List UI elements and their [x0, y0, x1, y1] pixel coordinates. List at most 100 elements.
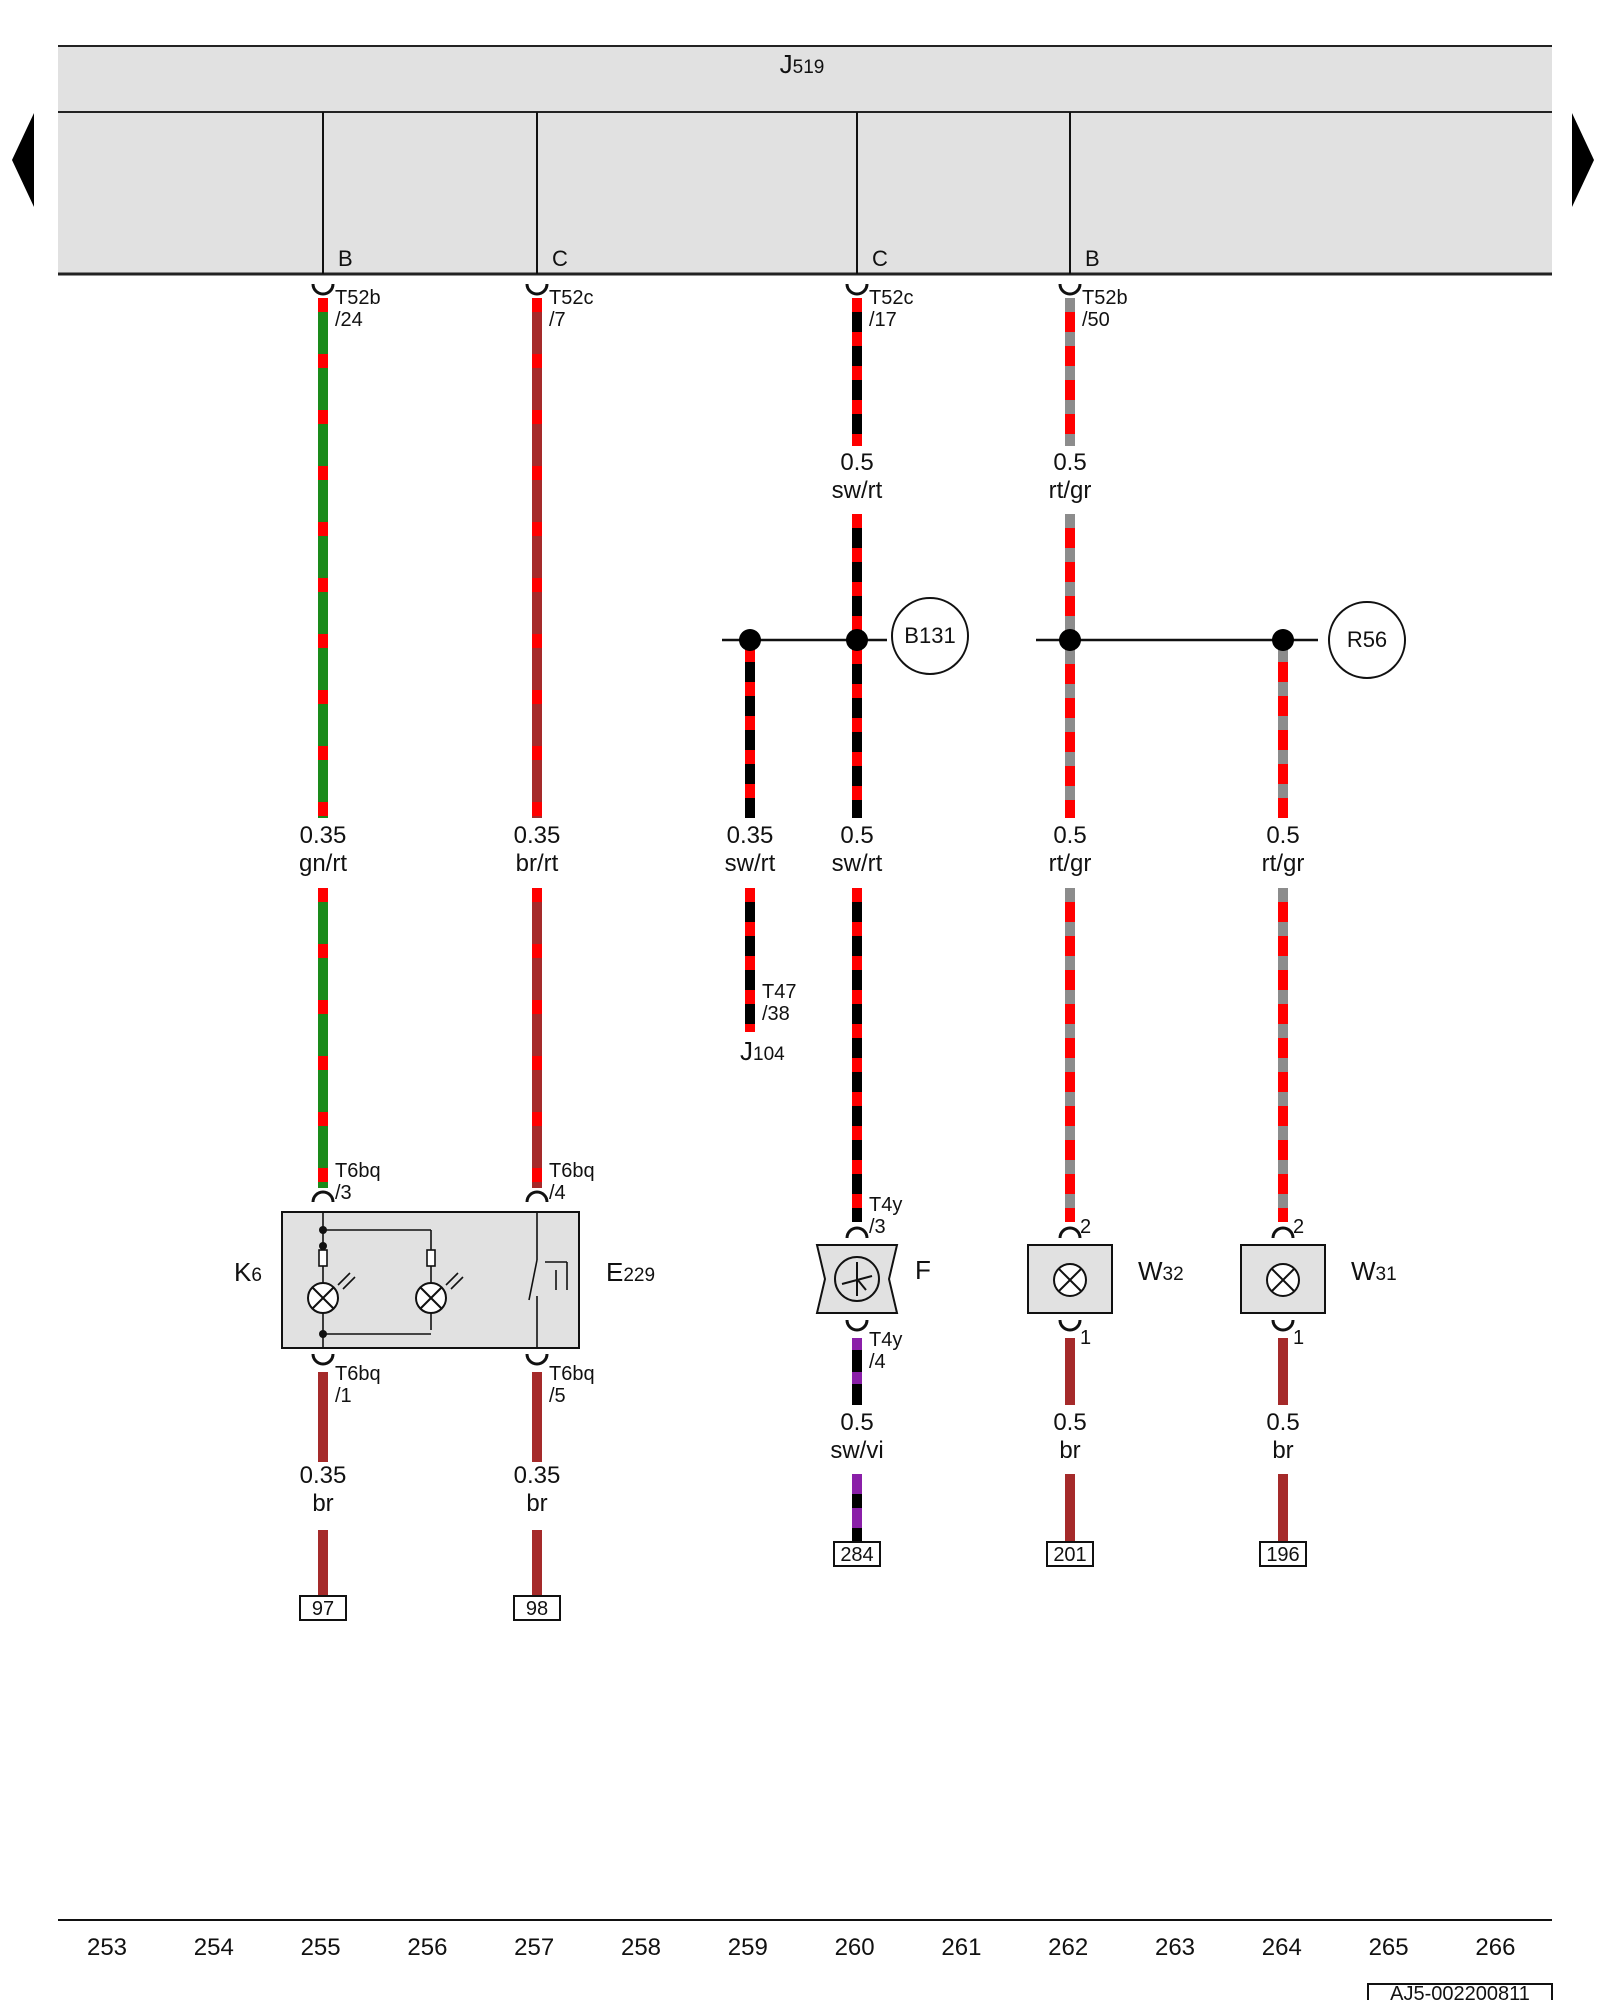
wire-color-label: rt/gr	[1049, 477, 1092, 504]
ruler-number: 262	[1048, 1934, 1088, 1961]
bus-label-c-1: C	[552, 246, 568, 271]
wire-color-label: rt/gr	[1262, 850, 1305, 877]
connector-symbols	[311, 283, 1295, 1366]
connector-socket-icon	[525, 1190, 549, 1203]
connector-pin-2: 2	[1293, 1216, 1304, 1238]
k6-lamp-2-icon	[415, 1282, 447, 1314]
connector-pin-5: /5	[549, 1385, 566, 1407]
wire-color-label: rt/gr	[1049, 850, 1092, 877]
wire-color-label: br/rt	[516, 850, 559, 877]
wire-size-label: 0.5	[840, 449, 873, 476]
wire-size-label: 0.5	[1266, 822, 1299, 849]
component-f-label: F	[915, 1255, 931, 1285]
next-page-arrow-icon[interactable]	[1572, 113, 1594, 207]
reference-201[interactable]: 201	[1046, 1541, 1094, 1567]
connector-t6bq-4: T6bq	[549, 1160, 595, 1182]
wire-size-label: 0.5	[840, 1409, 873, 1436]
internal-lines	[322, 112, 1071, 274]
ruler-number: 258	[621, 1934, 661, 1961]
ruler-number: 255	[301, 1934, 341, 1961]
junction-dots	[739, 629, 1294, 651]
wire-size-label: 0.5	[1053, 1409, 1086, 1436]
light-emission-icon	[337, 1272, 464, 1290]
connector-pin-1: 1	[1080, 1327, 1091, 1349]
wire-color-label: gn/rt	[299, 850, 347, 877]
connector-pin-38: /38	[762, 1003, 790, 1025]
connector-pin-7: /7	[549, 309, 566, 331]
wire-size-label: 0.35	[727, 822, 774, 849]
junction-b131-circle	[891, 597, 969, 675]
connector-socket-icon	[1271, 1319, 1295, 1332]
wire-color-label: br	[312, 1490, 333, 1517]
control-unit-title: J519	[780, 49, 825, 79]
connector-pin-1: 1	[1293, 1327, 1304, 1349]
w32-lamp-icon	[1053, 1263, 1087, 1297]
wire-size-label: 0.5	[1053, 822, 1086, 849]
bus-label-b-2: B	[1085, 246, 1100, 271]
k6-lamp-1-icon	[307, 1282, 339, 1314]
connector-t47: T47	[762, 981, 796, 1003]
ruler-number: 261	[941, 1934, 981, 1961]
component-k6-label: K6	[234, 1257, 262, 1287]
wire-color-label: br	[1272, 1437, 1293, 1464]
reference-98[interactable]: 98	[513, 1595, 561, 1621]
connector-t4y-3: T4y	[869, 1194, 902, 1216]
connector-socket-icon	[1058, 283, 1082, 296]
ruler-number: 264	[1262, 1934, 1302, 1961]
svg-text:98: 98	[526, 1598, 548, 1620]
connector-pin-50: /50	[1082, 309, 1110, 331]
connector-t52b-50: T52b	[1082, 287, 1128, 309]
wire-color-label: br	[526, 1490, 547, 1517]
prev-page-arrow-icon[interactable]	[12, 113, 34, 207]
connector-socket-icon	[311, 1190, 335, 1203]
svg-text:201: 201	[1053, 1544, 1086, 1566]
connector-t4y-4: T4y	[869, 1329, 902, 1351]
component-w31-label: W31	[1351, 1256, 1397, 1286]
connector-t6bq-1: T6bq	[335, 1363, 381, 1385]
connector-pin-3: /3	[335, 1182, 352, 1204]
wire-size-label: 0.5	[840, 822, 873, 849]
connector-socket-icon	[1271, 1226, 1295, 1239]
bus-label-c-2: C	[872, 246, 888, 271]
connector-socket-icon	[845, 1319, 869, 1332]
connector-t52c-17: T52c	[869, 287, 913, 309]
connector-t52c-7: T52c	[549, 287, 593, 309]
connector-socket-icon	[1058, 1319, 1082, 1332]
wire-color-label: br	[1059, 1437, 1080, 1464]
wire-color-label: sw/rt	[725, 850, 776, 877]
wire-size-label: 0.35	[514, 1462, 561, 1489]
w31-lamp-icon	[1266, 1263, 1300, 1297]
connector-pin-24: /24	[335, 309, 363, 331]
connector-socket-icon	[1058, 1226, 1082, 1239]
connector-pin-2: 2	[1080, 1216, 1091, 1238]
reference-97[interactable]: 97	[299, 1595, 347, 1621]
component-e229-label: E229	[606, 1257, 655, 1287]
ruler-number: 265	[1369, 1934, 1409, 1961]
connector-t6bq-3: T6bq	[335, 1160, 381, 1182]
ruler-number: 260	[835, 1934, 875, 1961]
doc-id-box	[1367, 1983, 1553, 2000]
wire-size-label: 0.35	[300, 822, 347, 849]
ruler-number: 266	[1475, 1934, 1515, 1961]
wire-color-label: sw/rt	[832, 477, 883, 504]
connector-t6bq-5: T6bq	[549, 1363, 595, 1385]
ruler-number: 254	[194, 1934, 234, 1961]
wire-color-label: sw/vi	[830, 1437, 883, 1464]
reference-196[interactable]: 196	[1259, 1541, 1307, 1567]
connector-pin-4: /4	[549, 1182, 566, 1204]
svg-text:97: 97	[312, 1598, 334, 1620]
connector-pin-1: /1	[335, 1385, 352, 1407]
wire-segments	[318, 298, 1288, 1596]
reference-284[interactable]: 284	[833, 1541, 881, 1567]
control-unit-j519-panel	[58, 46, 1552, 274]
ruler-number: 259	[728, 1934, 768, 1961]
ruler-number: 253	[87, 1934, 127, 1961]
connector-socket-icon	[525, 1353, 549, 1366]
connector-pin-3: /3	[869, 1216, 886, 1238]
junction-r56-circle	[1328, 601, 1406, 679]
junction-r56-label: R56	[1347, 627, 1387, 652]
wire-color-label: sw/rt	[832, 850, 883, 877]
wire-size-label: 0.35	[514, 822, 561, 849]
